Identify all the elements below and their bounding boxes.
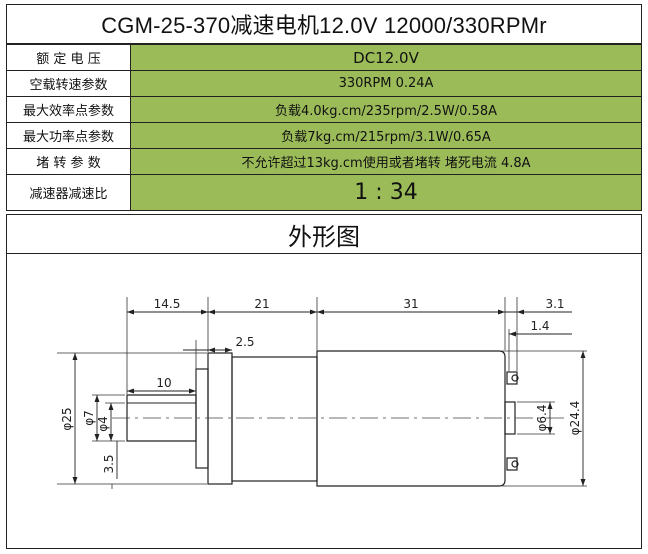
dim-label-d6-4: φ6.4 xyxy=(535,405,549,432)
spec-value: 1 : 34 xyxy=(130,174,642,211)
arrow-d24-4-top xyxy=(580,351,586,358)
spec-label: 堵 转 参 数 xyxy=(6,148,131,175)
spec-label: 额 定 电 压 xyxy=(6,44,131,71)
arrow-d7-top xyxy=(94,395,100,402)
spec-table: 额 定 电 压 DC12.0V 空载转速参数 330RPM 0.24A 最大效率… xyxy=(6,44,642,211)
dim-label-d24-4: φ24.4 xyxy=(568,401,582,436)
spec-value: 负载4.0kg.cm/235rpm/2.5W/0.58A xyxy=(130,96,642,123)
gearbox-body xyxy=(207,352,233,485)
arrow-14-5-right xyxy=(201,309,208,315)
spec-row-max-power: 最大功率点参数 负载7kg.cm/215rpm/3.1W/0.65A xyxy=(6,122,642,149)
outline-drawing-svg: 14.5 21 31 3.1 1.4 2.5 10 φ25 φ7 φ4 3.5 … xyxy=(57,297,587,489)
spec-value: DC12.0V xyxy=(130,44,642,71)
arrow-2-5-left xyxy=(208,347,215,353)
spec-row-voltage: 额 定 电 压 DC12.0V xyxy=(6,44,642,71)
outline-drawing: 14.5 21 31 3.1 1.4 2.5 10 φ25 φ7 φ4 3.5 … xyxy=(6,253,642,549)
spec-label: 最大功率点参数 xyxy=(6,122,131,149)
dim-label-d25: φ25 xyxy=(60,407,74,430)
spec-label: 最大效率点参数 xyxy=(6,96,131,123)
dim-label-14-5: 14.5 xyxy=(154,297,181,311)
arrow-2-5-right xyxy=(225,347,232,353)
spec-value: 不允许超过13kg.cm使用或者堵转 堵死电流 4.8A xyxy=(130,148,642,175)
terminal-top xyxy=(506,371,518,385)
arrow-d4-top xyxy=(108,403,114,410)
gearbox-flange xyxy=(195,368,209,469)
dim-label-d4: φ4 xyxy=(96,416,110,432)
sheet-title: CGM-25-370减速电机12.0V 12000/330RPMr xyxy=(6,4,642,44)
terminal-bottom xyxy=(506,457,518,471)
terminal-hole-top xyxy=(511,374,519,382)
arrow-d7-bottom xyxy=(94,434,100,441)
arrow-d24-4-bottom xyxy=(580,479,586,486)
arrow-10-left xyxy=(127,388,134,394)
dim-label-3-5: 3.5 xyxy=(102,454,116,473)
dim-label-d7: φ7 xyxy=(82,410,96,426)
arrow-d25-top xyxy=(72,353,78,360)
dim-label-1-4: 1.4 xyxy=(530,319,549,333)
arrow-d25-bottom xyxy=(72,477,78,484)
spec-row-ratio: 减速器减速比 1 : 34 xyxy=(6,174,642,211)
arrow-14-5-left xyxy=(127,309,134,315)
arrow-21-right xyxy=(310,309,317,315)
arrow-21-left xyxy=(208,309,215,315)
section-title: 外形图 xyxy=(6,214,642,254)
spec-row-no-load: 空载转速参数 330RPM 0.24A xyxy=(6,70,642,97)
arrow-d6-4-top xyxy=(547,402,553,409)
dim-label-3-1: 3.1 xyxy=(545,297,564,311)
spec-row-stall: 堵 转 参 数 不允许超过13kg.cm使用或者堵转 堵死电流 4.8A xyxy=(6,148,642,175)
arrow-31-left xyxy=(317,309,324,315)
terminal-hole-bottom xyxy=(511,460,519,468)
arrow-d6-4-bottom xyxy=(547,427,553,434)
spec-label: 空载转速参数 xyxy=(6,70,131,97)
arrow-1-4 xyxy=(509,331,516,337)
dim-label-10: 10 xyxy=(156,376,171,390)
spec-row-max-efficiency: 最大效率点参数 负载4.0kg.cm/235rpm/2.5W/0.58A xyxy=(6,96,642,123)
arrow-31-right xyxy=(498,309,505,315)
gearbox-rear xyxy=(231,356,318,482)
arrow-3-1 xyxy=(517,309,524,315)
dim-label-2-5: 2.5 xyxy=(235,335,254,349)
spec-value: 负载7kg.cm/215rpm/3.1W/0.65A xyxy=(130,122,642,149)
dim-label-21: 21 xyxy=(254,297,269,311)
spec-label: 减速器减速比 xyxy=(6,174,131,211)
arrow-10-right xyxy=(189,388,196,394)
dim-label-31: 31 xyxy=(403,297,418,311)
spec-value: 330RPM 0.24A xyxy=(130,70,642,97)
arrow-d4-bottom xyxy=(108,434,114,441)
motor-body xyxy=(316,350,506,487)
